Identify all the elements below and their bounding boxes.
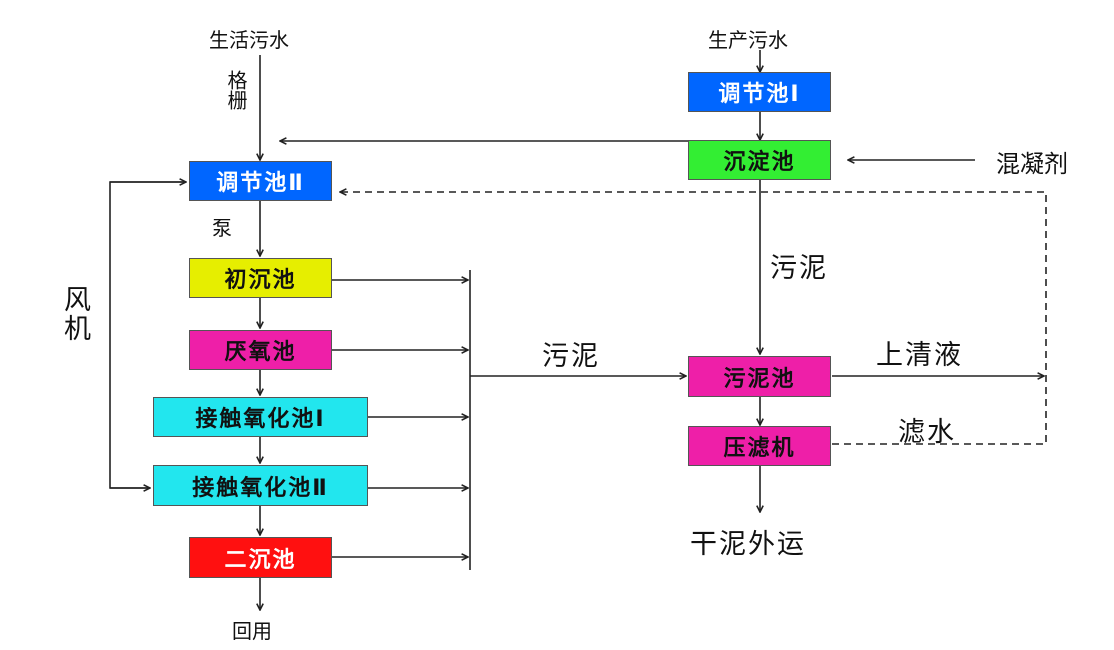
sedimentation-tank-box: 沉淀池 xyxy=(688,140,831,180)
sludge-right-label: 污泥 xyxy=(770,253,828,284)
production-sewage-label: 生产污水 xyxy=(708,28,788,52)
contact-oxidation-1-box: 接触氧化池Ⅰ xyxy=(153,397,368,437)
domestic-sewage-label: 生活污水 xyxy=(209,28,289,52)
reuse-label: 回用 xyxy=(232,619,272,643)
blower-loop-line xyxy=(109,181,186,489)
regulating-tank-1-box: 调节池Ⅰ xyxy=(688,72,831,112)
supernatant-label: 上清液 xyxy=(876,340,963,371)
regulating-tank-2-box: 调节池Ⅱ xyxy=(189,161,332,201)
pump-label: 泵 xyxy=(212,216,232,240)
screen-label: 格栅 xyxy=(224,70,248,110)
anoxic-tank-box: 厌氧池 xyxy=(189,330,332,370)
filtrate-label: 滤水 xyxy=(898,417,956,448)
primary-settling-box: 初沉池 xyxy=(189,258,332,298)
blower-label: 风机 xyxy=(59,285,90,343)
filtrate-return-line xyxy=(340,192,1047,445)
coagulant-label: 混凝剂 xyxy=(996,150,1068,178)
contact-oxidation-2-box: 接触氧化池Ⅱ xyxy=(153,465,368,506)
filter-press-box: 压滤机 xyxy=(688,426,831,466)
sludge-tank-box: 污泥池 xyxy=(688,356,831,397)
secondary-settling-box: 二沉池 xyxy=(189,537,332,578)
dry-sludge-label: 干泥外运 xyxy=(690,529,806,560)
sludge-left-label: 污泥 xyxy=(542,341,600,372)
